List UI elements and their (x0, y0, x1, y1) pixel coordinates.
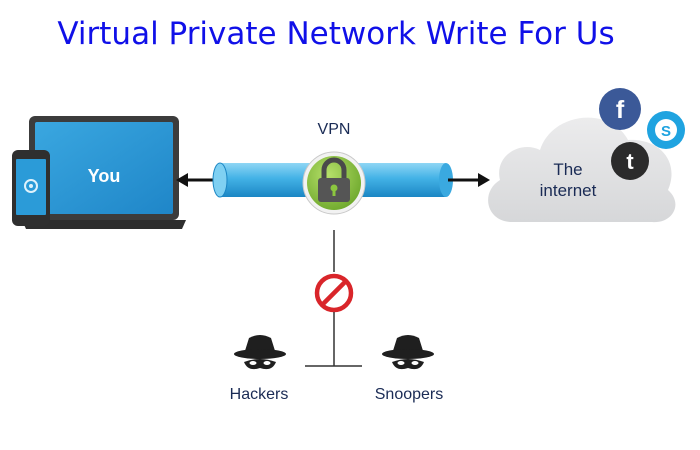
snoopers-label: Snoopers (375, 386, 444, 403)
skype-icon: S (647, 111, 685, 149)
internet-label-line1: The (553, 160, 582, 179)
hackers-label: Hackers (230, 386, 289, 403)
laptop-icon (22, 116, 186, 229)
svg-text:S: S (661, 123, 671, 140)
page-title: Virtual Private Network Write For Us (57, 16, 615, 52)
twitter-icon: t (611, 142, 649, 180)
right-arrow (448, 173, 490, 187)
snooper-icon (382, 335, 434, 370)
phone-icon (12, 150, 50, 226)
internet-label-line2: internet (540, 181, 597, 200)
svg-text:t: t (626, 149, 634, 174)
you-label: You (88, 166, 121, 186)
lock-icon (302, 151, 366, 215)
vpn-label: VPN (318, 121, 351, 138)
block-icon (314, 273, 354, 313)
hacker-icon (234, 335, 286, 370)
svg-text:f: f (616, 96, 625, 124)
facebook-icon: f (599, 88, 641, 130)
